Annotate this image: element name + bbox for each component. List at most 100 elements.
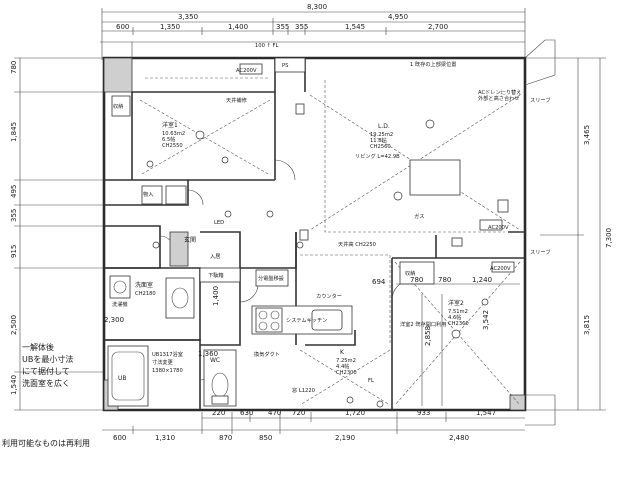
room-kitchen-area: 7.25m2 bbox=[336, 358, 356, 364]
room-washroom-name: 洗面室 bbox=[135, 281, 153, 289]
wall-fixture bbox=[497, 199, 509, 213]
fl-label: FL bbox=[368, 378, 374, 384]
floor-level-note: 100 ↑ FL bbox=[255, 43, 279, 49]
left-dim-4: 355 bbox=[10, 209, 18, 222]
entrance-item-label: 入居 bbox=[210, 253, 220, 260]
interior-dim-9: 2,300 bbox=[104, 316, 124, 324]
room-ld: L.D. 19.25m2 11.8帖 CH2560 リビング L=42.9B 1… bbox=[338, 60, 550, 248]
room-kitchen-height: CH2300 bbox=[336, 370, 357, 376]
left-dim-6: 2,500 bbox=[10, 315, 18, 335]
top-sub-dim-1: 3,350 bbox=[178, 13, 198, 21]
ub-note-2: 寸法変更 bbox=[152, 358, 174, 366]
ac-drain-note-1: ACドレン辷り替え bbox=[478, 88, 521, 96]
room-kitchen-tatami: 4.4帖 bbox=[336, 362, 349, 370]
room-ld-name: L.D. bbox=[378, 123, 390, 130]
left-dim-7: 1,540 bbox=[10, 375, 18, 395]
left-note-4: 洗面室を広く bbox=[22, 378, 70, 388]
ub-note-3: 1380×1780 bbox=[152, 368, 183, 374]
top-detail-dim-1: 600 bbox=[116, 23, 129, 31]
top-detail-dim-5: 355 bbox=[295, 23, 308, 31]
room-western1: 洋室1 10.63m2 6.5帖 CH2550 天井補修 AC200V 収納 bbox=[111, 63, 263, 149]
storage-label: 物入 bbox=[143, 190, 153, 198]
room-unit-bath: UB UB1317浴室 寸法変更 1380×1780 bbox=[107, 345, 183, 407]
room-washroom-height: CH2180 bbox=[135, 291, 156, 297]
bottom-note: 利用可能なものは再利用 bbox=[2, 438, 90, 448]
bottom-main-dim-6: 2,480 bbox=[449, 434, 469, 442]
left-note-2: UBを最小寸法 bbox=[22, 354, 73, 364]
lamp-icon bbox=[451, 329, 461, 339]
dining-table bbox=[409, 159, 461, 196]
ac-unit-icon bbox=[479, 219, 503, 231]
sleeve-label-1: スリーブ bbox=[530, 96, 550, 104]
shoe-label: 下駄箱 bbox=[208, 271, 224, 279]
bottom-detail-dim-1: 220 bbox=[212, 409, 225, 417]
interior-dimensions: 780 780 1,240 694 1,400 2,858 3,542 1,36… bbox=[104, 276, 520, 406]
living-flooring-label: リビング L=42.9B bbox=[355, 152, 400, 160]
room-ld-tatami: 11.8帖 bbox=[370, 136, 387, 144]
wash-item-label: 洗濯機 bbox=[112, 300, 128, 308]
ld-beam-note: 1 既存の上部梁位置 bbox=[410, 60, 456, 68]
lamp-icon bbox=[425, 119, 435, 129]
interior-dim-3: 1,240 bbox=[472, 276, 492, 284]
lamp-icon bbox=[376, 400, 384, 408]
kitchen-fixture-label: システムキッチン bbox=[286, 317, 327, 324]
shoe-cabinet bbox=[199, 267, 241, 283]
left-dim-1: 780 bbox=[10, 61, 18, 74]
ac-label-1: AC200V bbox=[236, 68, 257, 74]
interior-dim-7: 3,542 bbox=[482, 310, 490, 330]
led-label: LED bbox=[214, 220, 224, 226]
pipe-shaft: PS bbox=[274, 57, 306, 73]
room-kitchen-name: K bbox=[340, 349, 345, 356]
ac-unit-icon bbox=[491, 261, 515, 273]
left-dim-5: 915 bbox=[10, 245, 18, 258]
room-western2-name: 洋室2 bbox=[448, 299, 464, 307]
lamp-icon bbox=[346, 396, 354, 404]
dist-board-label: 分電盤移設 bbox=[258, 274, 284, 282]
room-western2-area: 7.51m2 bbox=[448, 309, 468, 315]
closet-rect bbox=[111, 95, 131, 117]
window-label: 窓 L1220 bbox=[292, 386, 315, 394]
washing-machine bbox=[109, 275, 131, 299]
interior-dim-6: 2,858 bbox=[424, 326, 432, 346]
top-detail-dim-6: 1,545 bbox=[345, 23, 365, 31]
left-dimensions: 780 1,845 495 355 915 2,500 1,540 一解体後 U… bbox=[10, 57, 104, 411]
counter-label: カウンター bbox=[316, 292, 342, 300]
closet-label: 収納 bbox=[113, 102, 123, 110]
bottom-detail-dim-3: 470 bbox=[268, 409, 281, 417]
room-western1-area: 10.63m2 bbox=[162, 131, 185, 137]
room-washroom: 洗面室 CH2180 洗濯機 bbox=[109, 275, 195, 319]
interior-dim-2: 780 bbox=[438, 276, 451, 284]
interior-dim-1: 780 bbox=[410, 276, 423, 284]
ac-drain-note-2: 外部と高さ合わせ bbox=[478, 94, 520, 102]
ceiling-height-label: 天井高 CH2250 bbox=[338, 240, 376, 248]
ub-note-1: UB1317浴室 bbox=[152, 350, 183, 358]
ac-label-3: AC200V bbox=[490, 266, 511, 272]
right-outer-dim: 7,300 bbox=[605, 228, 613, 248]
room-kitchen: システムキッチン K 7.25m2 4.4帖 CH2300 窓 L1220 換気… bbox=[251, 292, 384, 408]
room-western2-tatami: 4.6帖 bbox=[448, 313, 461, 321]
top-detail-dim-3: 1,400 bbox=[228, 23, 248, 31]
right-inner-dim-2: 3,815 bbox=[583, 315, 591, 335]
room-toilet: WC bbox=[203, 349, 237, 407]
room-toilet-name: WC bbox=[210, 357, 220, 364]
left-note-1: 一解体後 bbox=[22, 342, 54, 352]
room-western2-height: CH2360 bbox=[448, 321, 469, 327]
left-dim-2: 1,845 bbox=[10, 122, 18, 142]
interior-dim-5: 1,400 bbox=[212, 286, 220, 306]
vanity bbox=[165, 277, 195, 319]
ac-unit-icon bbox=[239, 63, 263, 75]
top-total-dim: 8,300 bbox=[307, 3, 327, 11]
gas-label: ガス bbox=[414, 212, 424, 220]
bottom-dimensions: 220 630 470 720 1,720 933 1,547 600 1,31… bbox=[2, 409, 525, 448]
left-note-3: にて据付して bbox=[22, 366, 70, 376]
distribution-board bbox=[255, 269, 289, 287]
bottom-main-dim-3: 870 bbox=[219, 434, 232, 442]
room-entrance-name: 玄関 bbox=[184, 236, 196, 244]
duct-label: 換気ダクト bbox=[254, 350, 280, 358]
bottom-main-dim-2: 1,310 bbox=[155, 434, 175, 442]
hall-area: 物入 玄関 入居 分電盤移設 下駄箱 bbox=[141, 185, 289, 287]
ub-label: UB bbox=[118, 375, 127, 382]
ceiling-lines bbox=[139, 77, 521, 406]
ac-label-2: AC200V bbox=[488, 225, 509, 231]
